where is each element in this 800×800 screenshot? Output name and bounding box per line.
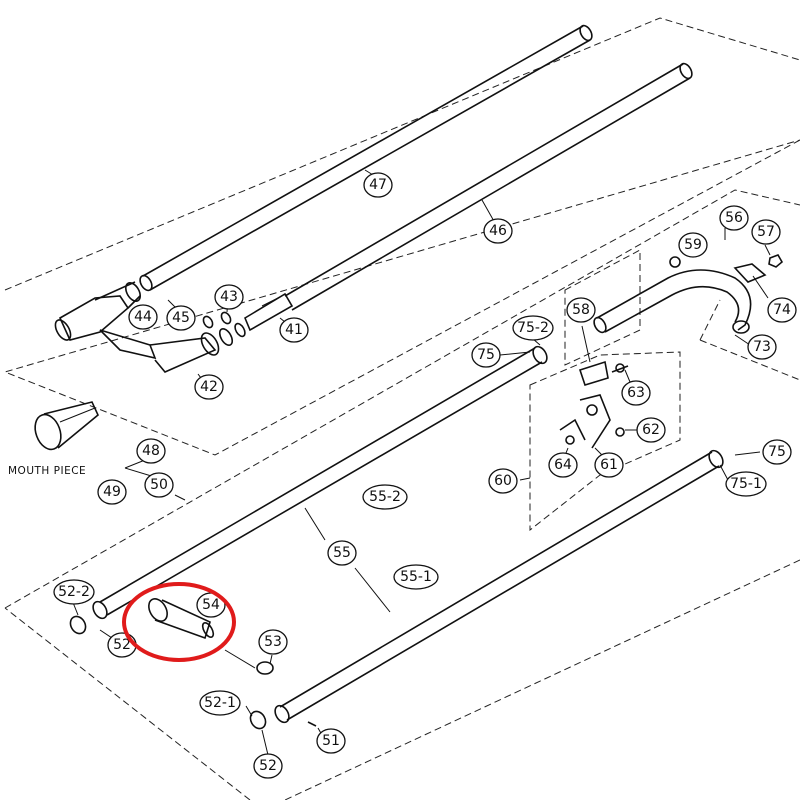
label-43: 43 — [214, 284, 244, 310]
label-51: 51 — [316, 728, 346, 754]
water-key-74 — [733, 263, 767, 283]
highlight-circle — [122, 582, 236, 662]
label-62: 62 — [636, 417, 666, 443]
label-44: 44 — [128, 304, 158, 330]
label-56: 56 — [719, 205, 749, 231]
label-42: 42 — [194, 374, 224, 400]
slide-sub-boundary — [529, 351, 681, 532]
svg-text:75: 75 — [477, 347, 495, 363]
lower-assembly-boundary — [4, 189, 800, 800]
label-48: 48 — [136, 438, 166, 464]
slide-lock-assembly — [559, 360, 629, 449]
svg-text:52: 52 — [113, 637, 131, 653]
ferrule-52-1 — [249, 710, 267, 730]
label-60: 60 — [488, 468, 518, 494]
label-63: 63 — [621, 380, 651, 406]
label-73: 73 — [747, 334, 777, 360]
label-74: 74 — [767, 297, 797, 323]
upper-assembly-boundary — [3, 17, 800, 456]
svg-text:73: 73 — [753, 339, 771, 355]
svg-text:63: 63 — [627, 385, 645, 401]
svg-text:48: 48 — [142, 443, 160, 459]
slide-crook-73 — [593, 269, 752, 334]
svg-text:46: 46 — [489, 223, 507, 239]
svg-text:62: 62 — [642, 422, 660, 438]
label-55-2: 55-2 — [362, 484, 408, 510]
label-75-2: 75-2 — [512, 315, 554, 341]
svg-text:41: 41 — [285, 322, 303, 338]
inner-slide-41 — [243, 292, 294, 332]
label-55: 55 — [327, 540, 357, 566]
valve-group-boundary — [564, 249, 641, 366]
tube-47 — [139, 24, 593, 292]
svg-text:57: 57 — [757, 224, 775, 240]
label-52-bottom: 52 — [253, 753, 283, 779]
label-41: 41 — [279, 317, 309, 343]
svg-text:44: 44 — [134, 309, 152, 325]
mouthpiece-label: MOUTH PIECE — [8, 465, 86, 477]
mouthpiece — [34, 401, 99, 451]
svg-text:52: 52 — [259, 758, 277, 774]
svg-text:49: 49 — [103, 484, 121, 500]
label-50: 50 — [144, 472, 174, 498]
svg-text:55: 55 — [333, 545, 351, 561]
label-55-1: 55-1 — [393, 564, 439, 590]
svg-text:52-2: 52-2 — [58, 584, 90, 600]
label-49: 49 — [97, 479, 127, 505]
label-58: 58 — [566, 297, 596, 323]
svg-text:54: 54 — [202, 597, 220, 613]
svg-text:55-2: 55-2 — [369, 489, 401, 505]
svg-text:51: 51 — [322, 733, 340, 749]
label-54: 54 — [196, 592, 226, 618]
screw-51 — [307, 721, 317, 727]
label-52-2: 52-2 — [53, 579, 95, 605]
svg-text:53: 53 — [264, 634, 282, 650]
svg-text:75-1: 75-1 — [730, 476, 762, 492]
svg-text:47: 47 — [369, 177, 387, 193]
nut-57 — [768, 254, 784, 268]
label-46: 46 — [483, 218, 513, 244]
svg-text:42: 42 — [200, 379, 218, 395]
label-64: 64 — [548, 452, 578, 478]
svg-text:64: 64 — [554, 457, 572, 473]
svg-text:52-1: 52-1 — [204, 695, 236, 711]
svg-text:60: 60 — [494, 473, 512, 489]
tube-55-2 — [92, 345, 548, 620]
tube-46 — [284, 62, 693, 311]
slide-stocking-54 — [148, 598, 215, 640]
label-61: 61 — [594, 452, 624, 478]
ferrule-52-2 — [69, 615, 87, 635]
svg-text:74: 74 — [773, 302, 791, 318]
right-sub-boundary — [699, 299, 800, 381]
svg-text:45: 45 — [172, 310, 190, 326]
tube-55-1 — [274, 449, 724, 724]
svg-text:59: 59 — [684, 237, 702, 253]
svg-text:50: 50 — [150, 477, 168, 493]
label-53: 53 — [258, 629, 288, 655]
screw-59 — [669, 256, 681, 268]
label-57: 57 — [751, 219, 781, 245]
label-52-partial: 52 — [107, 632, 137, 658]
label-47: 47 — [363, 172, 393, 198]
svg-text:61: 61 — [600, 457, 618, 473]
svg-text:75-2: 75-2 — [517, 320, 549, 336]
svg-text:43: 43 — [220, 289, 238, 305]
bumper-53 — [256, 661, 274, 675]
leadpipe-assembly — [54, 281, 246, 373]
label-45: 45 — [166, 305, 196, 331]
svg-text:56: 56 — [725, 210, 743, 226]
svg-text:75: 75 — [768, 444, 786, 460]
label-75-right: 75 — [762, 439, 792, 465]
label-52-1: 52-1 — [199, 690, 241, 716]
svg-text:55-1: 55-1 — [400, 569, 432, 585]
label-75-1: 75-1 — [725, 471, 767, 497]
svg-text:58: 58 — [572, 302, 590, 318]
label-75-left: 75 — [471, 342, 501, 368]
label-59: 59 — [678, 232, 708, 258]
